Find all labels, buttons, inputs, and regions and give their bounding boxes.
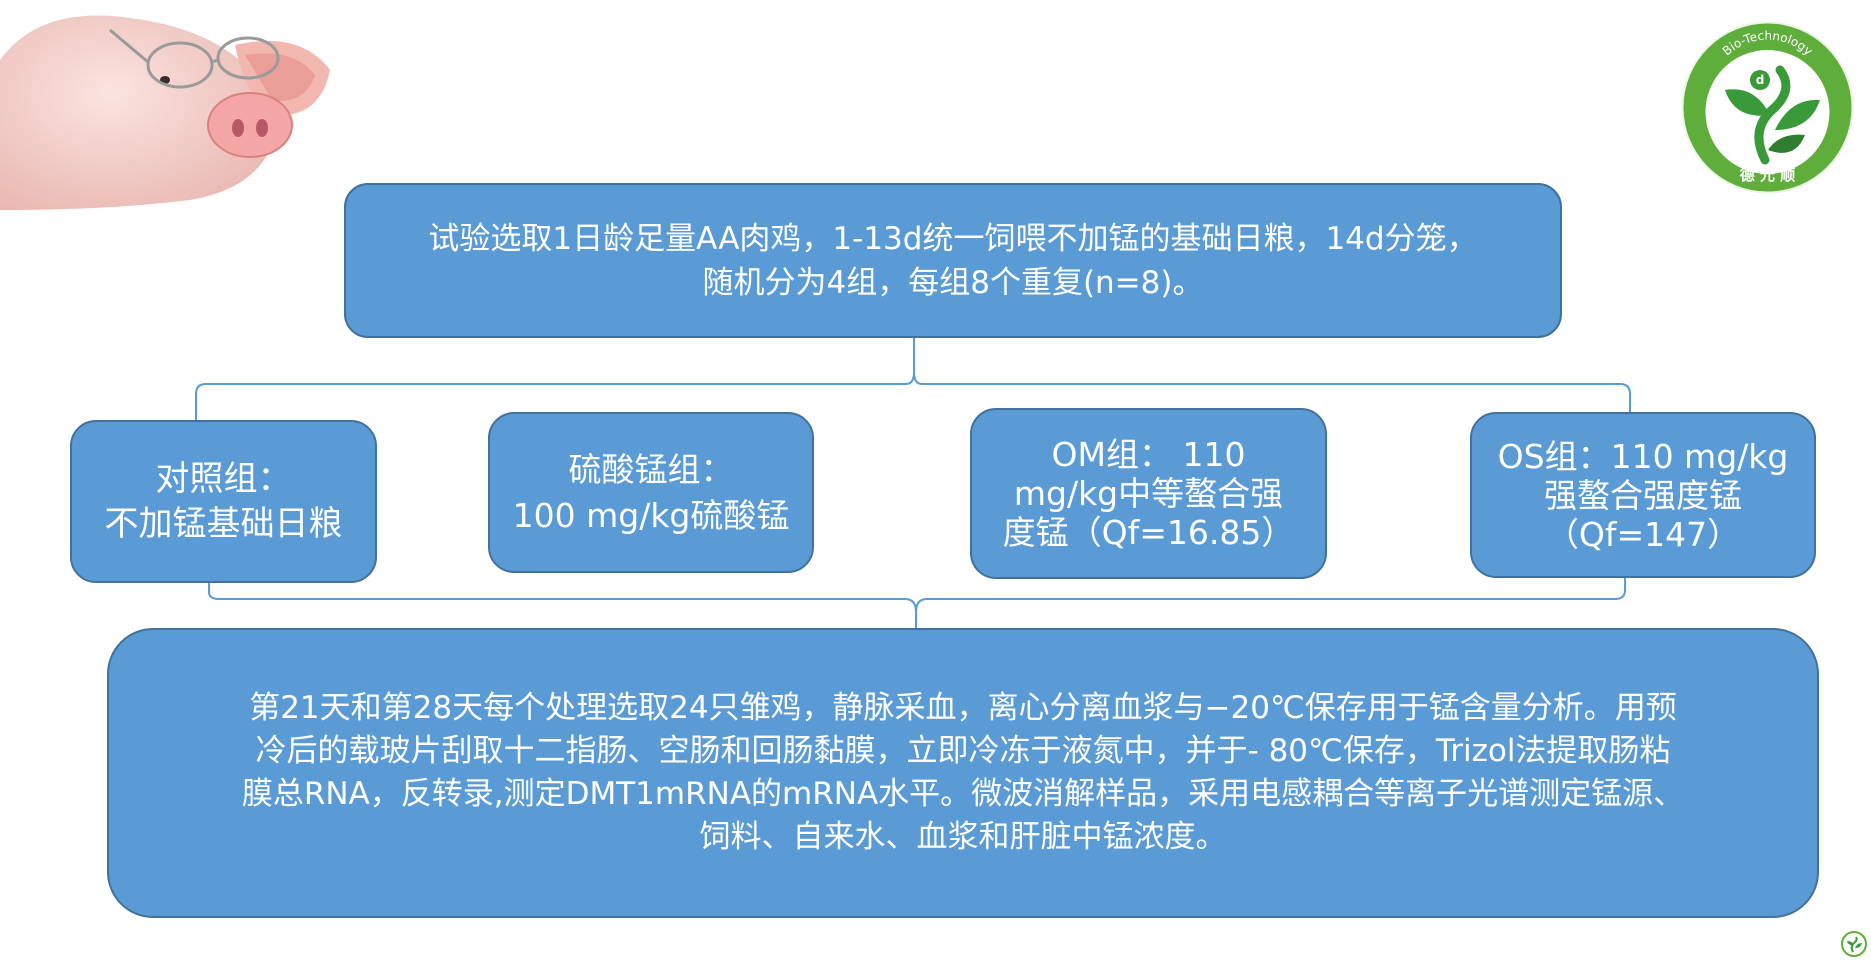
svg-text:d: d xyxy=(1756,73,1765,87)
om-group-box: OM组： 110 mg/kg中等螯合强 度锰（Qf=16.85） xyxy=(970,408,1327,579)
manganese-sulfate-group-box: 硫酸锰组： 100 mg/kg硫酸锰 xyxy=(488,412,814,573)
os-group-box: OS组：110 mg/kg 强螯合强度锰 （Qf=147） xyxy=(1470,412,1816,578)
pig-with-glasses-image xyxy=(0,0,335,210)
company-logo: Bio-Technology d 德 元 顺 xyxy=(1681,21,1854,194)
sampling-methods-box: 第21天和第28天每个处理选取24只雏鸡，静脉采血，离心分离血浆与−20℃保存用… xyxy=(107,628,1819,918)
control-group-box: 对照组： 不加锰基础日粮 xyxy=(70,420,377,583)
svg-text:德 元 顺: 德 元 顺 xyxy=(1740,166,1795,184)
experiment-setup-box: 试验选取1日龄足量AA肉鸡，1-13d统一饲喂不加锰的基础日粮，14d分笼， 随… xyxy=(344,183,1562,338)
corner-logo-icon xyxy=(1841,931,1867,957)
